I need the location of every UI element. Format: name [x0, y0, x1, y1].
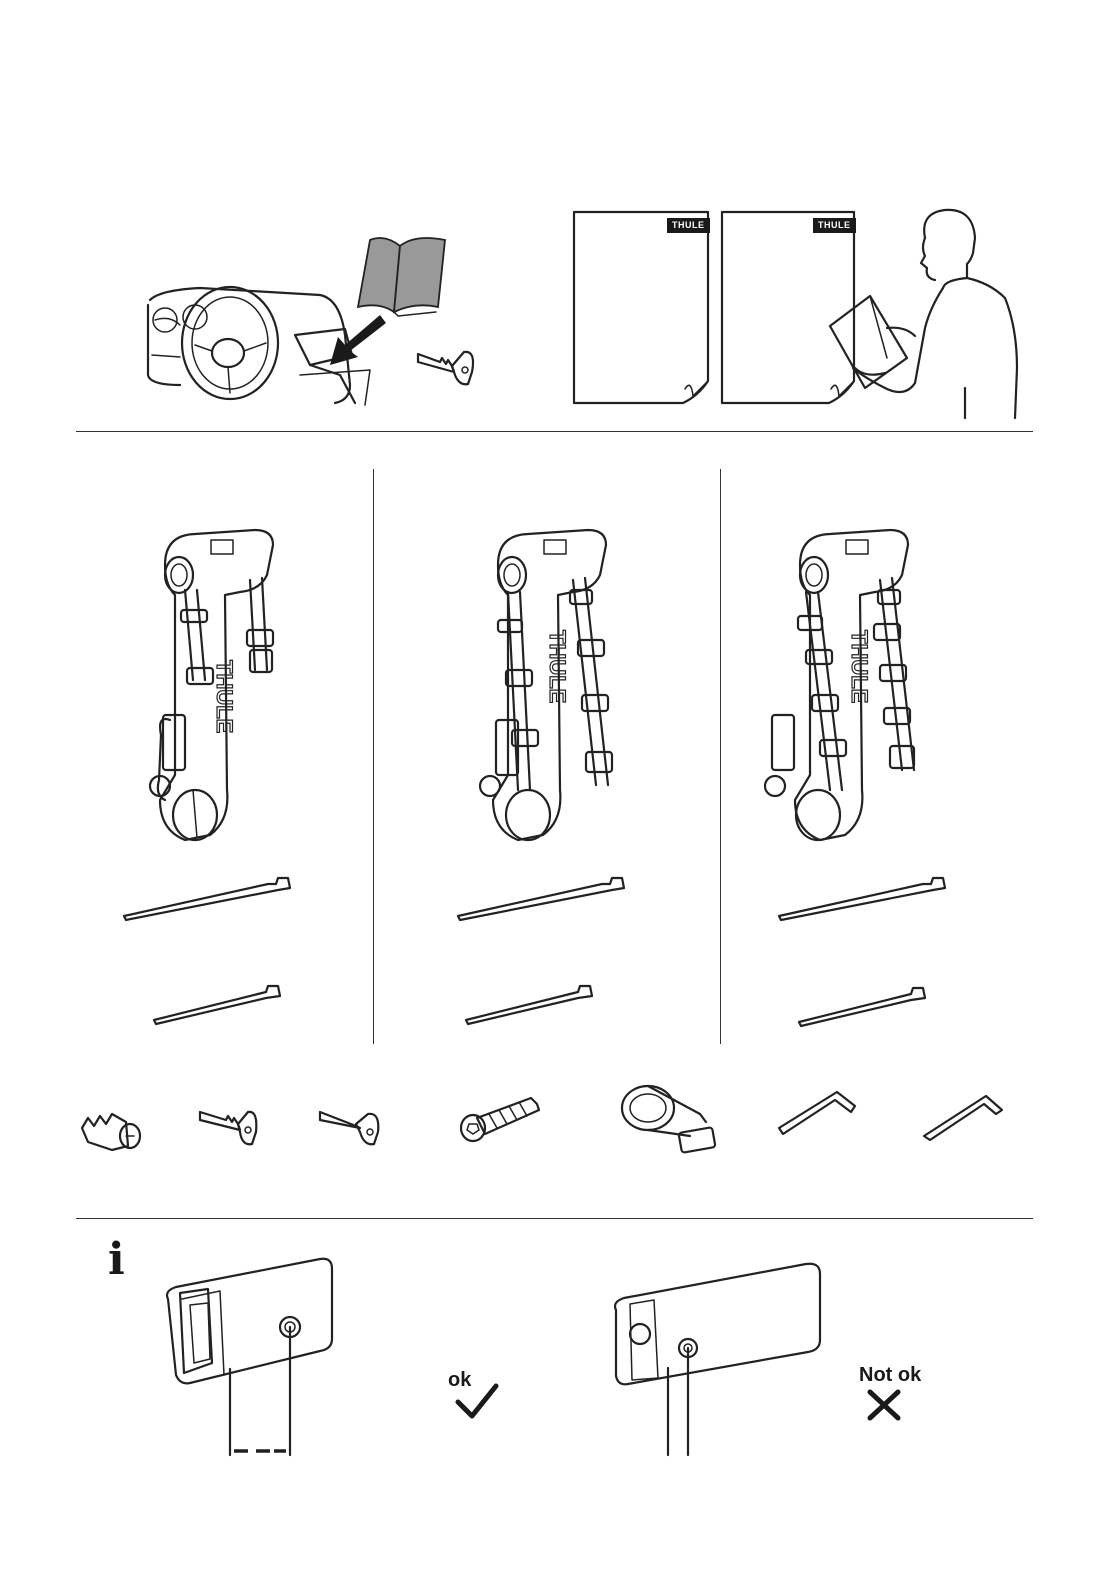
- hex-key-large-icon: [775, 1088, 865, 1138]
- strap-long-2: [452, 874, 632, 924]
- rack-4-bike: THULE: [770, 520, 940, 850]
- rack-brand-text-1: THULE: [212, 660, 237, 733]
- brand-logo-left: THULE: [667, 218, 710, 233]
- bolt-icon: [455, 1094, 545, 1144]
- manual-page-left: [573, 211, 711, 407]
- open-manual-icon: [350, 232, 460, 322]
- key-icon: [410, 340, 480, 390]
- column-divider-1: [373, 469, 374, 1044]
- strap-short-1: [148, 982, 288, 1027]
- strap-short-3: [793, 984, 933, 1029]
- rack-brand-text-3: THULE: [847, 630, 872, 703]
- rack-3-bike: THULE: [468, 520, 638, 850]
- lock-cylinder-icon: [78, 1106, 148, 1156]
- key-icon-2: [316, 1102, 386, 1152]
- checkmark-icon: [456, 1384, 500, 1420]
- hex-key-small-icon: [920, 1090, 1010, 1140]
- divider-top: [76, 431, 1033, 432]
- hitch-receiver-not-ok: [610, 1260, 840, 1470]
- person-reading-illustration: [825, 208, 1025, 423]
- rack-brand-text-2: THULE: [545, 630, 570, 703]
- safety-strap-roll-icon: [620, 1074, 730, 1154]
- cross-icon: [866, 1388, 902, 1422]
- key-icon-1: [196, 1102, 266, 1152]
- not-ok-label: Not ok: [859, 1364, 921, 1387]
- divider-bottom: [76, 1218, 1033, 1219]
- column-divider-2: [720, 469, 721, 1044]
- strap-short-2: [460, 982, 600, 1027]
- strap-long-1: [118, 874, 298, 924]
- hitch-receiver-ok: [160, 1255, 390, 1485]
- rack-2-bike: THULE: [135, 520, 295, 850]
- info-icon: i: [108, 1238, 125, 1282]
- strap-long-3: [773, 874, 953, 924]
